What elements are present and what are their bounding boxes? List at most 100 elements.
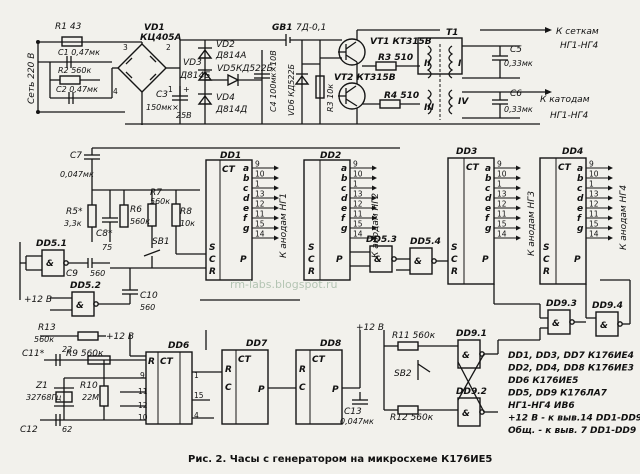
- winding-i: [448, 45, 454, 79]
- power-supply-section: R1 43 C1 0,47мк R2 560к C2 0,47мк Сеть 2…: [27, 22, 540, 125]
- resistor-r9: [87, 355, 111, 365]
- dd3-pin-number: 14: [497, 230, 507, 239]
- dd2-output-arrow: [372, 225, 377, 231]
- t1-i: I: [458, 59, 462, 69]
- dd1-segment-letter: a: [243, 164, 249, 174]
- dd3-segment-letter: e: [485, 204, 491, 214]
- svg-text:CT: CT: [160, 357, 174, 367]
- dd2-segment-letter: a: [341, 164, 347, 174]
- dd2-output-arrow: [372, 215, 377, 221]
- svg-text:CT: CT: [222, 165, 236, 175]
- legend-line: DD5, DD9 К176ЛА7: [508, 389, 608, 399]
- svg-text:560: 560: [90, 269, 105, 278]
- dd2-segment-letter: g: [341, 224, 348, 234]
- dd3-segment-letter: g: [485, 224, 492, 234]
- counter-dd3: DD3 CT SCR P: [447, 147, 495, 285]
- svg-text:CT: CT: [238, 355, 252, 365]
- anodes-1-label: К анодам НГ1: [279, 193, 289, 258]
- dd1-pin-number: 9: [255, 160, 260, 169]
- dd3-segment-letter: a: [485, 164, 491, 174]
- dd1-segment-letter: b: [243, 174, 250, 184]
- dd4-output-arrow: [608, 175, 613, 181]
- c6-label: C6: [510, 89, 522, 99]
- c7-section: C7 0,047мк: [60, 147, 400, 190]
- svg-text:&: &: [552, 319, 560, 329]
- legend-line: +12 В - к выв.14 DD1-DD9: [508, 414, 640, 424]
- resistor-r11: [397, 341, 419, 351]
- dd4-pin-number: 14: [589, 230, 599, 239]
- svg-text:DD7: DD7: [246, 339, 268, 349]
- gb1-label: GB1: [272, 23, 293, 33]
- dd4-pin-number: 11: [589, 210, 599, 219]
- svg-text:C: C: [543, 255, 550, 265]
- dd4-pin-number: 9: [589, 160, 594, 169]
- svg-text:62: 62: [62, 425, 72, 434]
- sb2-label: SB2: [394, 369, 412, 379]
- svg-text:15: 15: [194, 391, 204, 400]
- to-grids-label: К сеткам: [556, 27, 599, 37]
- svg-text:&: &: [462, 351, 470, 361]
- svg-text:R: R: [543, 267, 550, 277]
- svg-text:CT: CT: [312, 355, 326, 365]
- svg-text:R: R: [148, 357, 155, 367]
- svg-text:2: 2: [166, 43, 171, 52]
- dd3-pin-number: 1: [497, 180, 502, 189]
- vd2-type: Д814А: [215, 51, 246, 61]
- dd3-pin-number: 13: [497, 190, 507, 199]
- dd1-output-arrow: [274, 165, 279, 171]
- figure-caption: Рис. 2. Часы с генератором на микросхеме…: [188, 454, 492, 465]
- svg-text:&: &: [76, 301, 84, 311]
- dd4-pin-number: 1: [589, 180, 594, 189]
- svg-text:4: 4: [113, 87, 118, 96]
- svg-text:C12: C12: [20, 425, 38, 435]
- dd3-output-arrow: [516, 225, 521, 231]
- to-cathodes-label: К катодам: [540, 95, 590, 105]
- dd1-pin-number: 13: [255, 190, 265, 199]
- dd4-output-arrow: [608, 235, 613, 241]
- dd3-output-arrow: [516, 195, 521, 201]
- transformer-t1-top: [417, 37, 463, 75]
- counter-dd1: DD1 CT SCR P: [205, 151, 253, 281]
- resistor-r10: [99, 385, 109, 407]
- dd4-segment-letter: b: [577, 174, 584, 184]
- dd3-output-arrow: [516, 215, 521, 221]
- dd1-pin-number: 14: [255, 230, 265, 239]
- dd2-pin-number: 12: [353, 200, 363, 209]
- svg-text:R12 560к: R12 560к: [390, 413, 434, 423]
- svg-text:C9: C9: [66, 269, 78, 279]
- dd4-output-arrow: [608, 225, 613, 231]
- svg-text:CT: CT: [558, 163, 572, 173]
- dd1-output-arrow: [274, 205, 279, 211]
- vd3-type: Д814Б: [179, 71, 210, 81]
- dd3-segment-letter: b: [485, 174, 492, 184]
- dd2-pin-number: 11: [353, 210, 363, 219]
- anodes-2-label: К анодам НГ2: [371, 193, 381, 258]
- svg-text:C10: C10: [140, 291, 158, 301]
- vd3-label: VD3: [183, 58, 202, 68]
- svg-text:10к: 10к: [180, 219, 195, 228]
- svg-text:9: 9: [140, 371, 145, 380]
- input-network: R5* 3,3к C8* 75 R6 560к R7 560к R8 10к S…: [64, 188, 206, 268]
- svg-text:R5*: R5*: [66, 207, 83, 217]
- svg-text:P: P: [482, 255, 489, 265]
- svg-text:560к: 560к: [150, 197, 170, 206]
- r3-label: R3 10к: [326, 84, 335, 112]
- dd1-output-arrow: [274, 175, 279, 181]
- resistor-r6: [119, 204, 129, 228]
- dd2-output-arrow: [372, 195, 377, 201]
- gate-dd9-2: & DD9.2: [450, 353, 498, 427]
- resistor-r3b: [375, 61, 397, 71]
- svg-text:R13: R13: [38, 323, 56, 333]
- svg-text:R10: R10: [80, 381, 98, 391]
- vt2-label: VT2 КТ315В: [334, 73, 396, 83]
- resistor-r13: [77, 331, 99, 341]
- vd2-label: VD2: [216, 40, 235, 50]
- dd2-output-arrow: [372, 205, 377, 211]
- vd1-type: КЦ405А: [140, 33, 181, 43]
- r3b-label: R3 510: [378, 53, 413, 63]
- dd3-output-arrow: [516, 175, 521, 181]
- vd5-type: КД522Б: [236, 64, 273, 74]
- svg-text:DD9.3: DD9.3: [546, 299, 577, 309]
- dd3-pin-number: 12: [497, 200, 507, 209]
